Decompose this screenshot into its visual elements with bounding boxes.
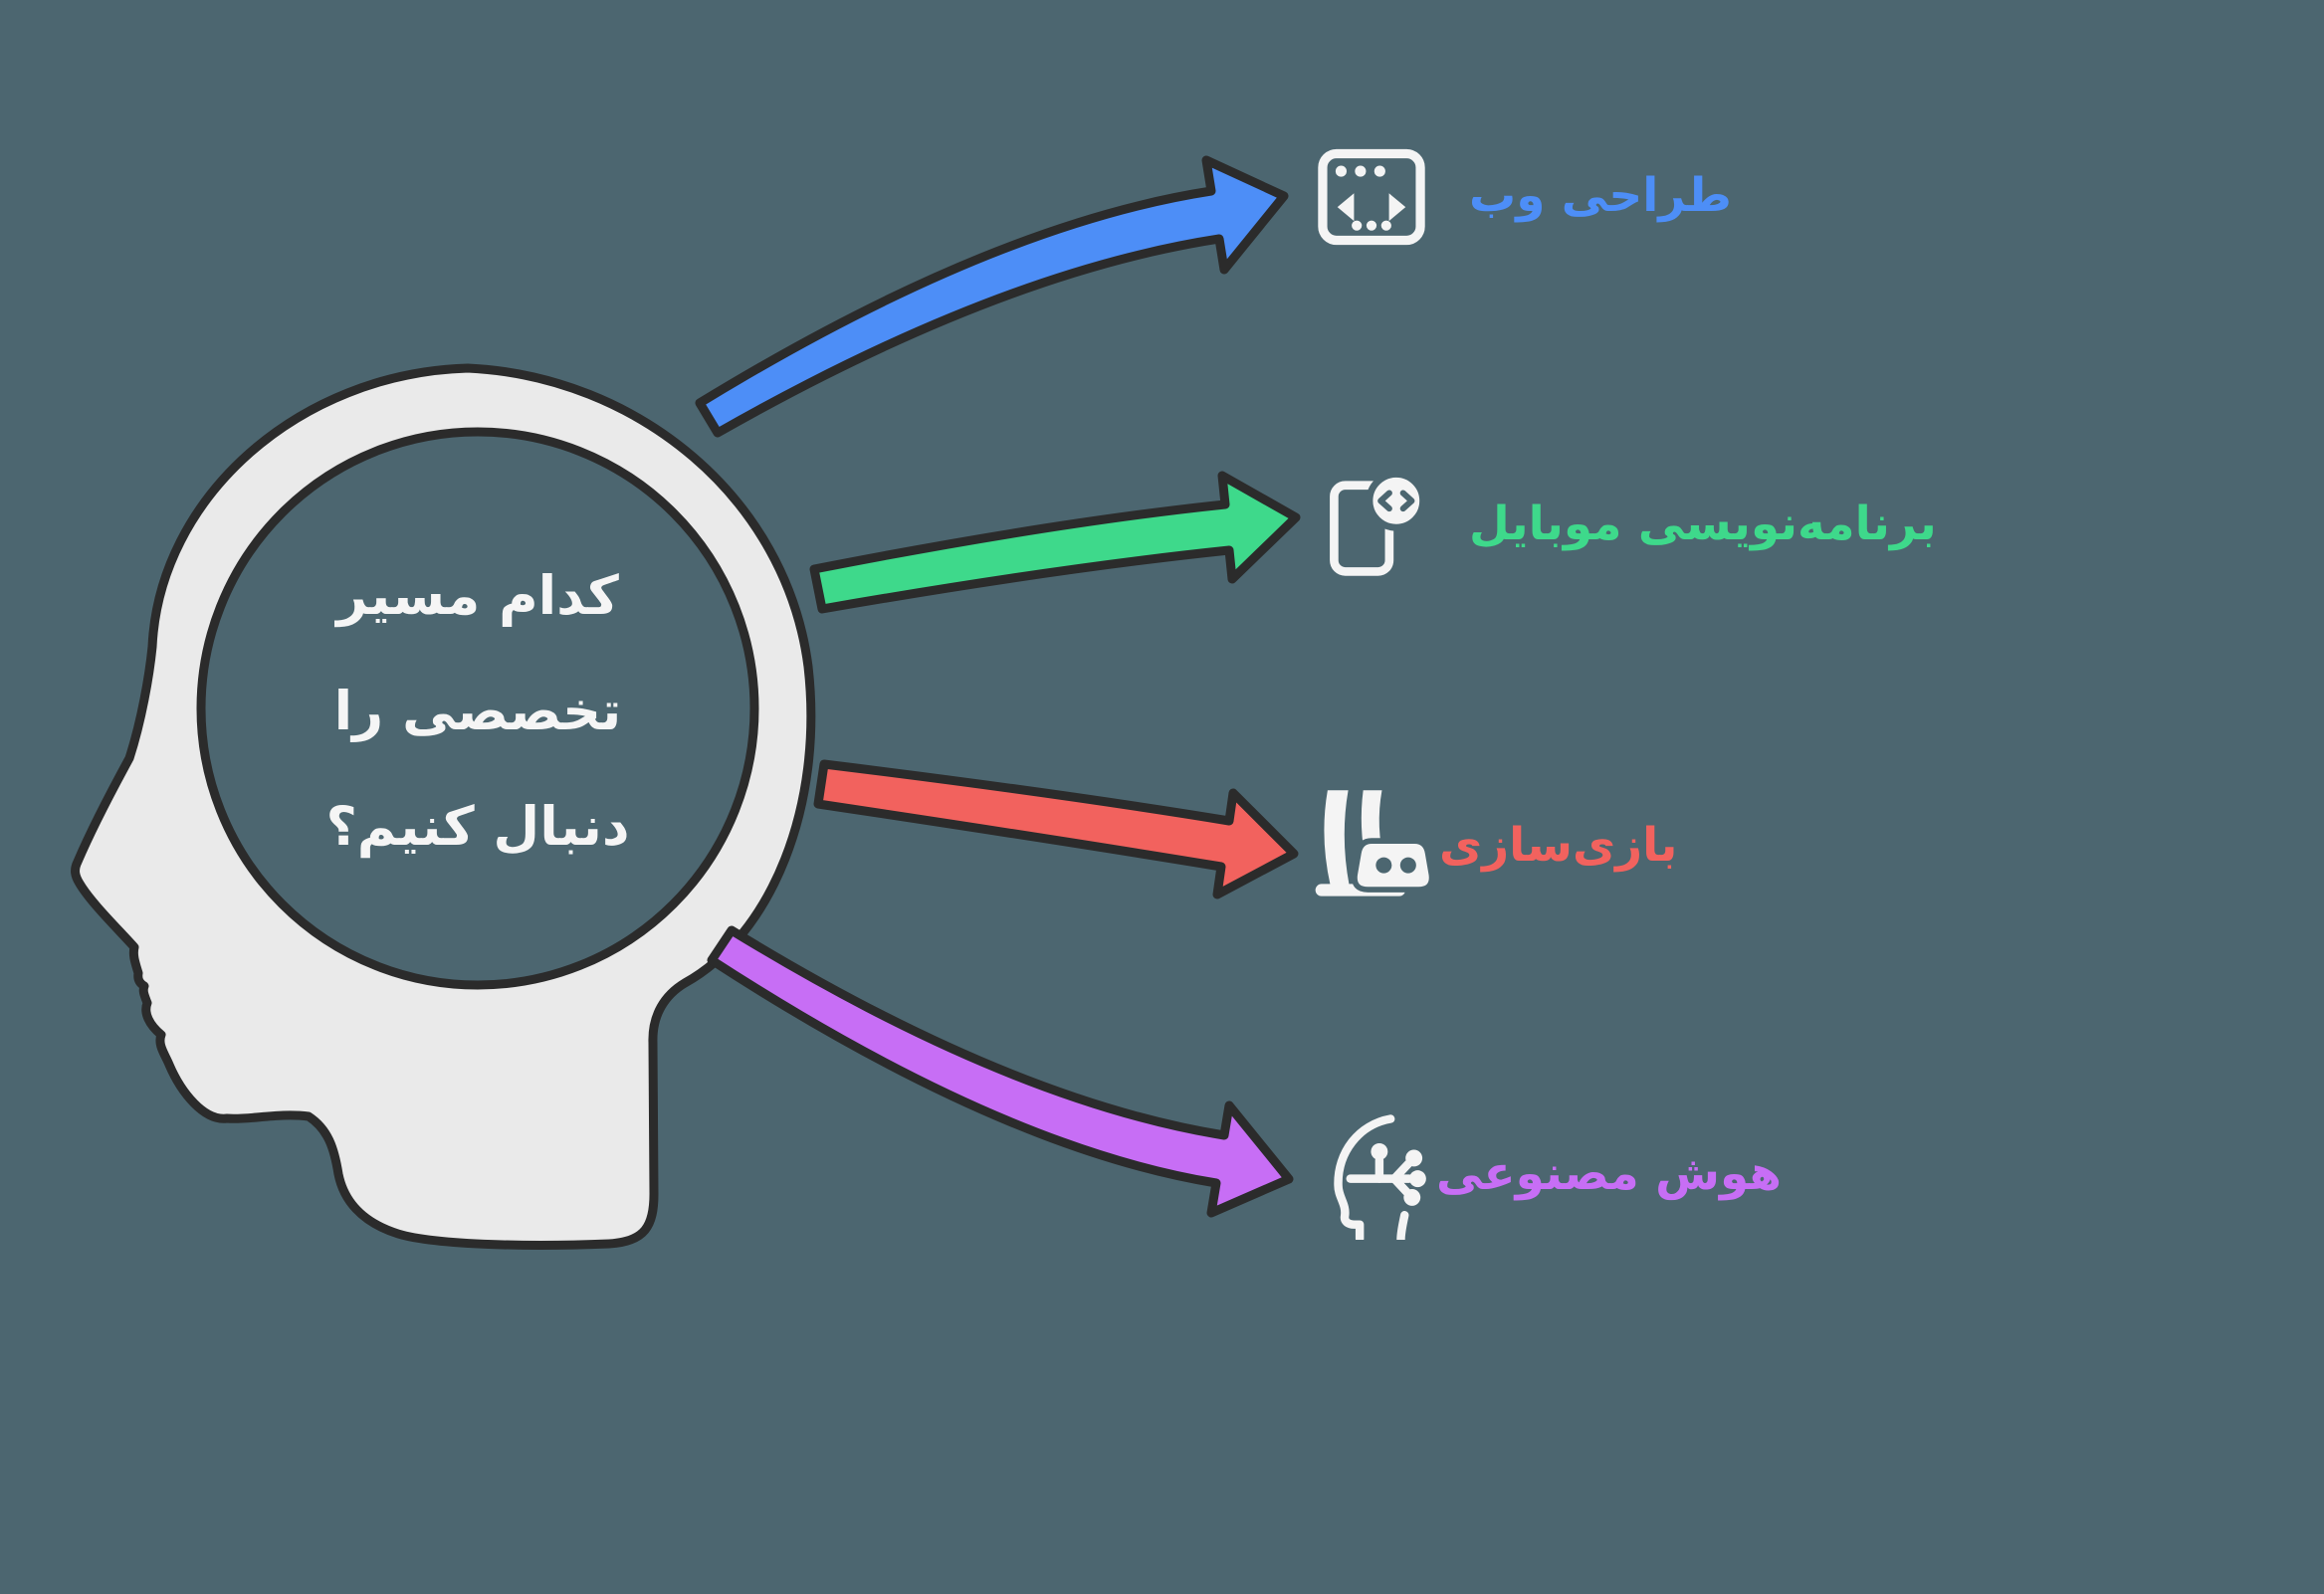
option-label-artificial-intelligence: هوش مصنوعی: [1436, 1146, 1782, 1201]
arrow-web-design: [695, 155, 1289, 438]
question-line: دنبال کنیم؟: [325, 795, 630, 859]
question-line: تخصصی را: [333, 679, 622, 742]
arrow-mobile-development: [809, 471, 1301, 614]
game-console-icon: [1310, 784, 1437, 901]
question-line: کدام مسیر: [336, 563, 619, 627]
option-label-mobile-development: برنامه‌نویسی موبایل: [1469, 497, 1937, 551]
option-label-web-design: طراحی وب: [1469, 168, 1732, 223]
central-question: کدام مسیر تخصصی را دنبال کنیم؟: [199, 468, 756, 955]
browser-window-icon: [1316, 147, 1427, 247]
ai-head-icon: [1316, 1106, 1439, 1240]
mobile-code-icon: [1324, 458, 1427, 587]
arrow-game-development: [813, 759, 1299, 899]
option-label-game-development: بازی‌سازی: [1439, 818, 1678, 873]
arrow-artificial-intelligence: [707, 925, 1294, 1218]
brain-circle: [196, 427, 759, 990]
